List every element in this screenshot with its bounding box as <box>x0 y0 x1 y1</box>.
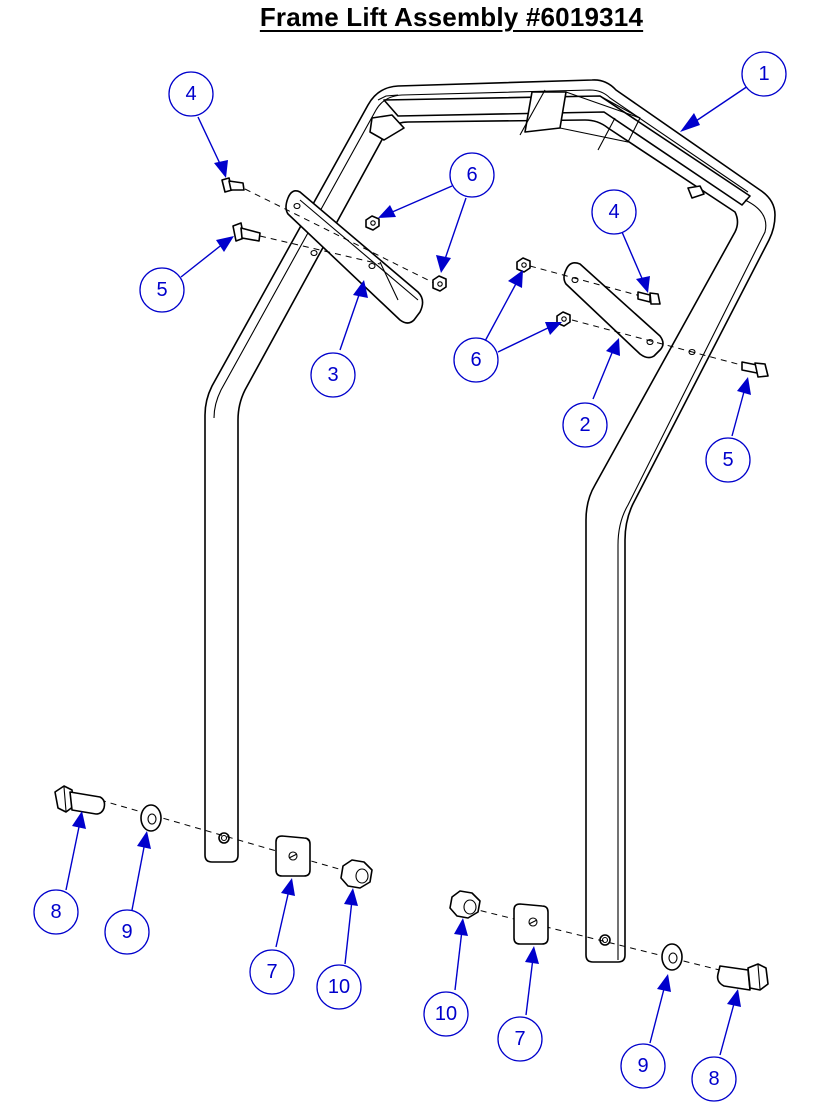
callout-label: 5 <box>156 279 167 301</box>
callout-7-right: 7 <box>497 1016 543 1062</box>
callout-label: 9 <box>637 1055 648 1077</box>
washer-left <box>140 804 162 832</box>
left-mount-plate <box>285 190 424 324</box>
callout-2: 2 <box>562 402 608 448</box>
assembly-center-lines <box>99 188 761 981</box>
callout-4-left: 4 <box>168 71 214 117</box>
callout-10-right: 10 <box>423 991 469 1037</box>
callout-label: 10 <box>435 1003 457 1025</box>
callout-1-part-frame: 1 <box>741 51 787 97</box>
callout-label: 4 <box>608 201 619 223</box>
hex-nut-left <box>340 859 373 889</box>
callout-leaders <box>65 85 751 1056</box>
bolt-upper-left <box>221 177 245 193</box>
callout-3: 3 <box>310 352 356 398</box>
callout-5-right: 5 <box>705 437 751 483</box>
callout-label: 8 <box>50 901 61 923</box>
callout-label: 7 <box>514 1028 525 1050</box>
callout-10-left: 10 <box>316 964 362 1010</box>
large-bolt-left <box>54 785 106 815</box>
callout-7-left: 7 <box>249 949 295 995</box>
callout-label: 4 <box>185 83 196 105</box>
washer-right <box>661 943 683 971</box>
hex-nut-right <box>449 890 481 919</box>
callout-label: 1 <box>758 63 769 85</box>
callout-label: 7 <box>266 961 277 983</box>
nut-left-upper <box>365 215 380 231</box>
square-plate-right <box>513 903 549 945</box>
callout-9-right: 9 <box>620 1043 666 1089</box>
callout-label: 8 <box>708 1068 719 1090</box>
frame-main-part <box>204 79 776 963</box>
callout-label: 3 <box>327 364 338 386</box>
callout-5-left: 5 <box>139 267 185 313</box>
callout-label: 2 <box>579 414 590 436</box>
nut-left-lower <box>432 275 447 292</box>
callout-label: 9 <box>121 921 132 943</box>
bolt-mid-left <box>232 222 261 242</box>
page-title: Frame Lift Assembly #6019314 <box>259 2 644 32</box>
callout-8-left: 8 <box>33 889 79 935</box>
right-mount-plate <box>563 262 664 359</box>
bolt-mid-right <box>741 361 769 378</box>
bolt-upper-right <box>637 291 661 305</box>
callout-6-left: 6 <box>449 152 495 198</box>
callout-label: 5 <box>722 449 733 471</box>
callout-8-right: 8 <box>691 1056 737 1102</box>
callout-6-right: 6 <box>453 337 499 383</box>
callout-label: 10 <box>328 976 350 998</box>
square-plate-left <box>275 835 311 877</box>
callout-label: 6 <box>466 164 477 186</box>
callout-4-right: 4 <box>591 189 637 235</box>
callout-9-left: 9 <box>104 909 150 955</box>
nut-right-upper <box>516 257 531 273</box>
large-bolt-right <box>716 963 769 991</box>
callout-label: 6 <box>470 349 481 371</box>
